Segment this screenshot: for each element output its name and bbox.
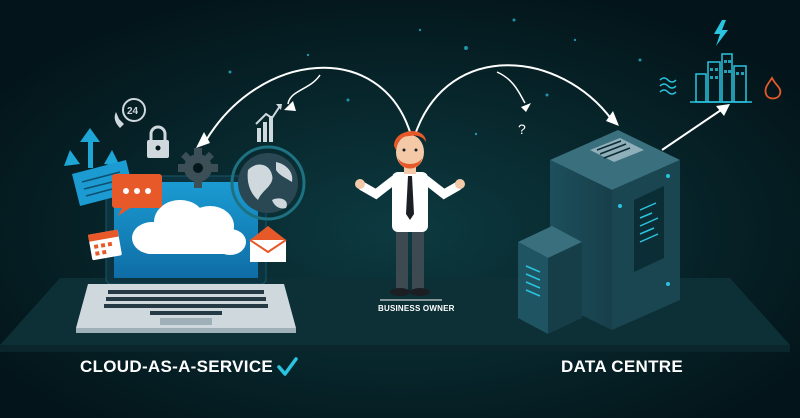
cloud-service-label: CLOUD-AS-A-SERVICE: [80, 357, 274, 376]
gear-icon: [178, 148, 218, 188]
phone-icon: [114, 112, 124, 128]
globe-icon: [230, 145, 306, 221]
lock-icon: [147, 125, 169, 158]
arrow-heads: [196, 101, 619, 148]
arrow-to-city: [661, 104, 730, 151]
flame-icon: [764, 76, 782, 100]
calendar-icon: [87, 229, 122, 261]
decorative-dots: [228, 18, 642, 136]
direction-arrows-icon: [64, 128, 120, 168]
checkmark-icon: [277, 357, 298, 376]
business-owner-label: BUSINESS OWNER: [378, 304, 455, 313]
city-buildings-icon: [690, 53, 752, 103]
lightning-icon: [714, 20, 728, 46]
keyboard: [104, 290, 268, 315]
bar-chart-icon: [255, 104, 282, 142]
data-centre-label: DATA CENTRE: [561, 357, 683, 376]
question-mark-icon: ?: [518, 121, 526, 137]
arc-to-cloud: [204, 66, 411, 143]
chat-bubble-icon: [112, 174, 162, 216]
water-icon: [659, 77, 677, 95]
svg-text:24: 24: [127, 106, 139, 117]
envelope-icon: [249, 226, 287, 262]
server-rack-icon: [518, 130, 680, 334]
arc-to-datacentre: [415, 64, 613, 133]
business-owner-figure: [355, 131, 465, 301]
cloud-icon: [132, 200, 246, 255]
connection-arcs: [204, 64, 613, 143]
24-hour-support-icon: 24: [114, 98, 146, 128]
